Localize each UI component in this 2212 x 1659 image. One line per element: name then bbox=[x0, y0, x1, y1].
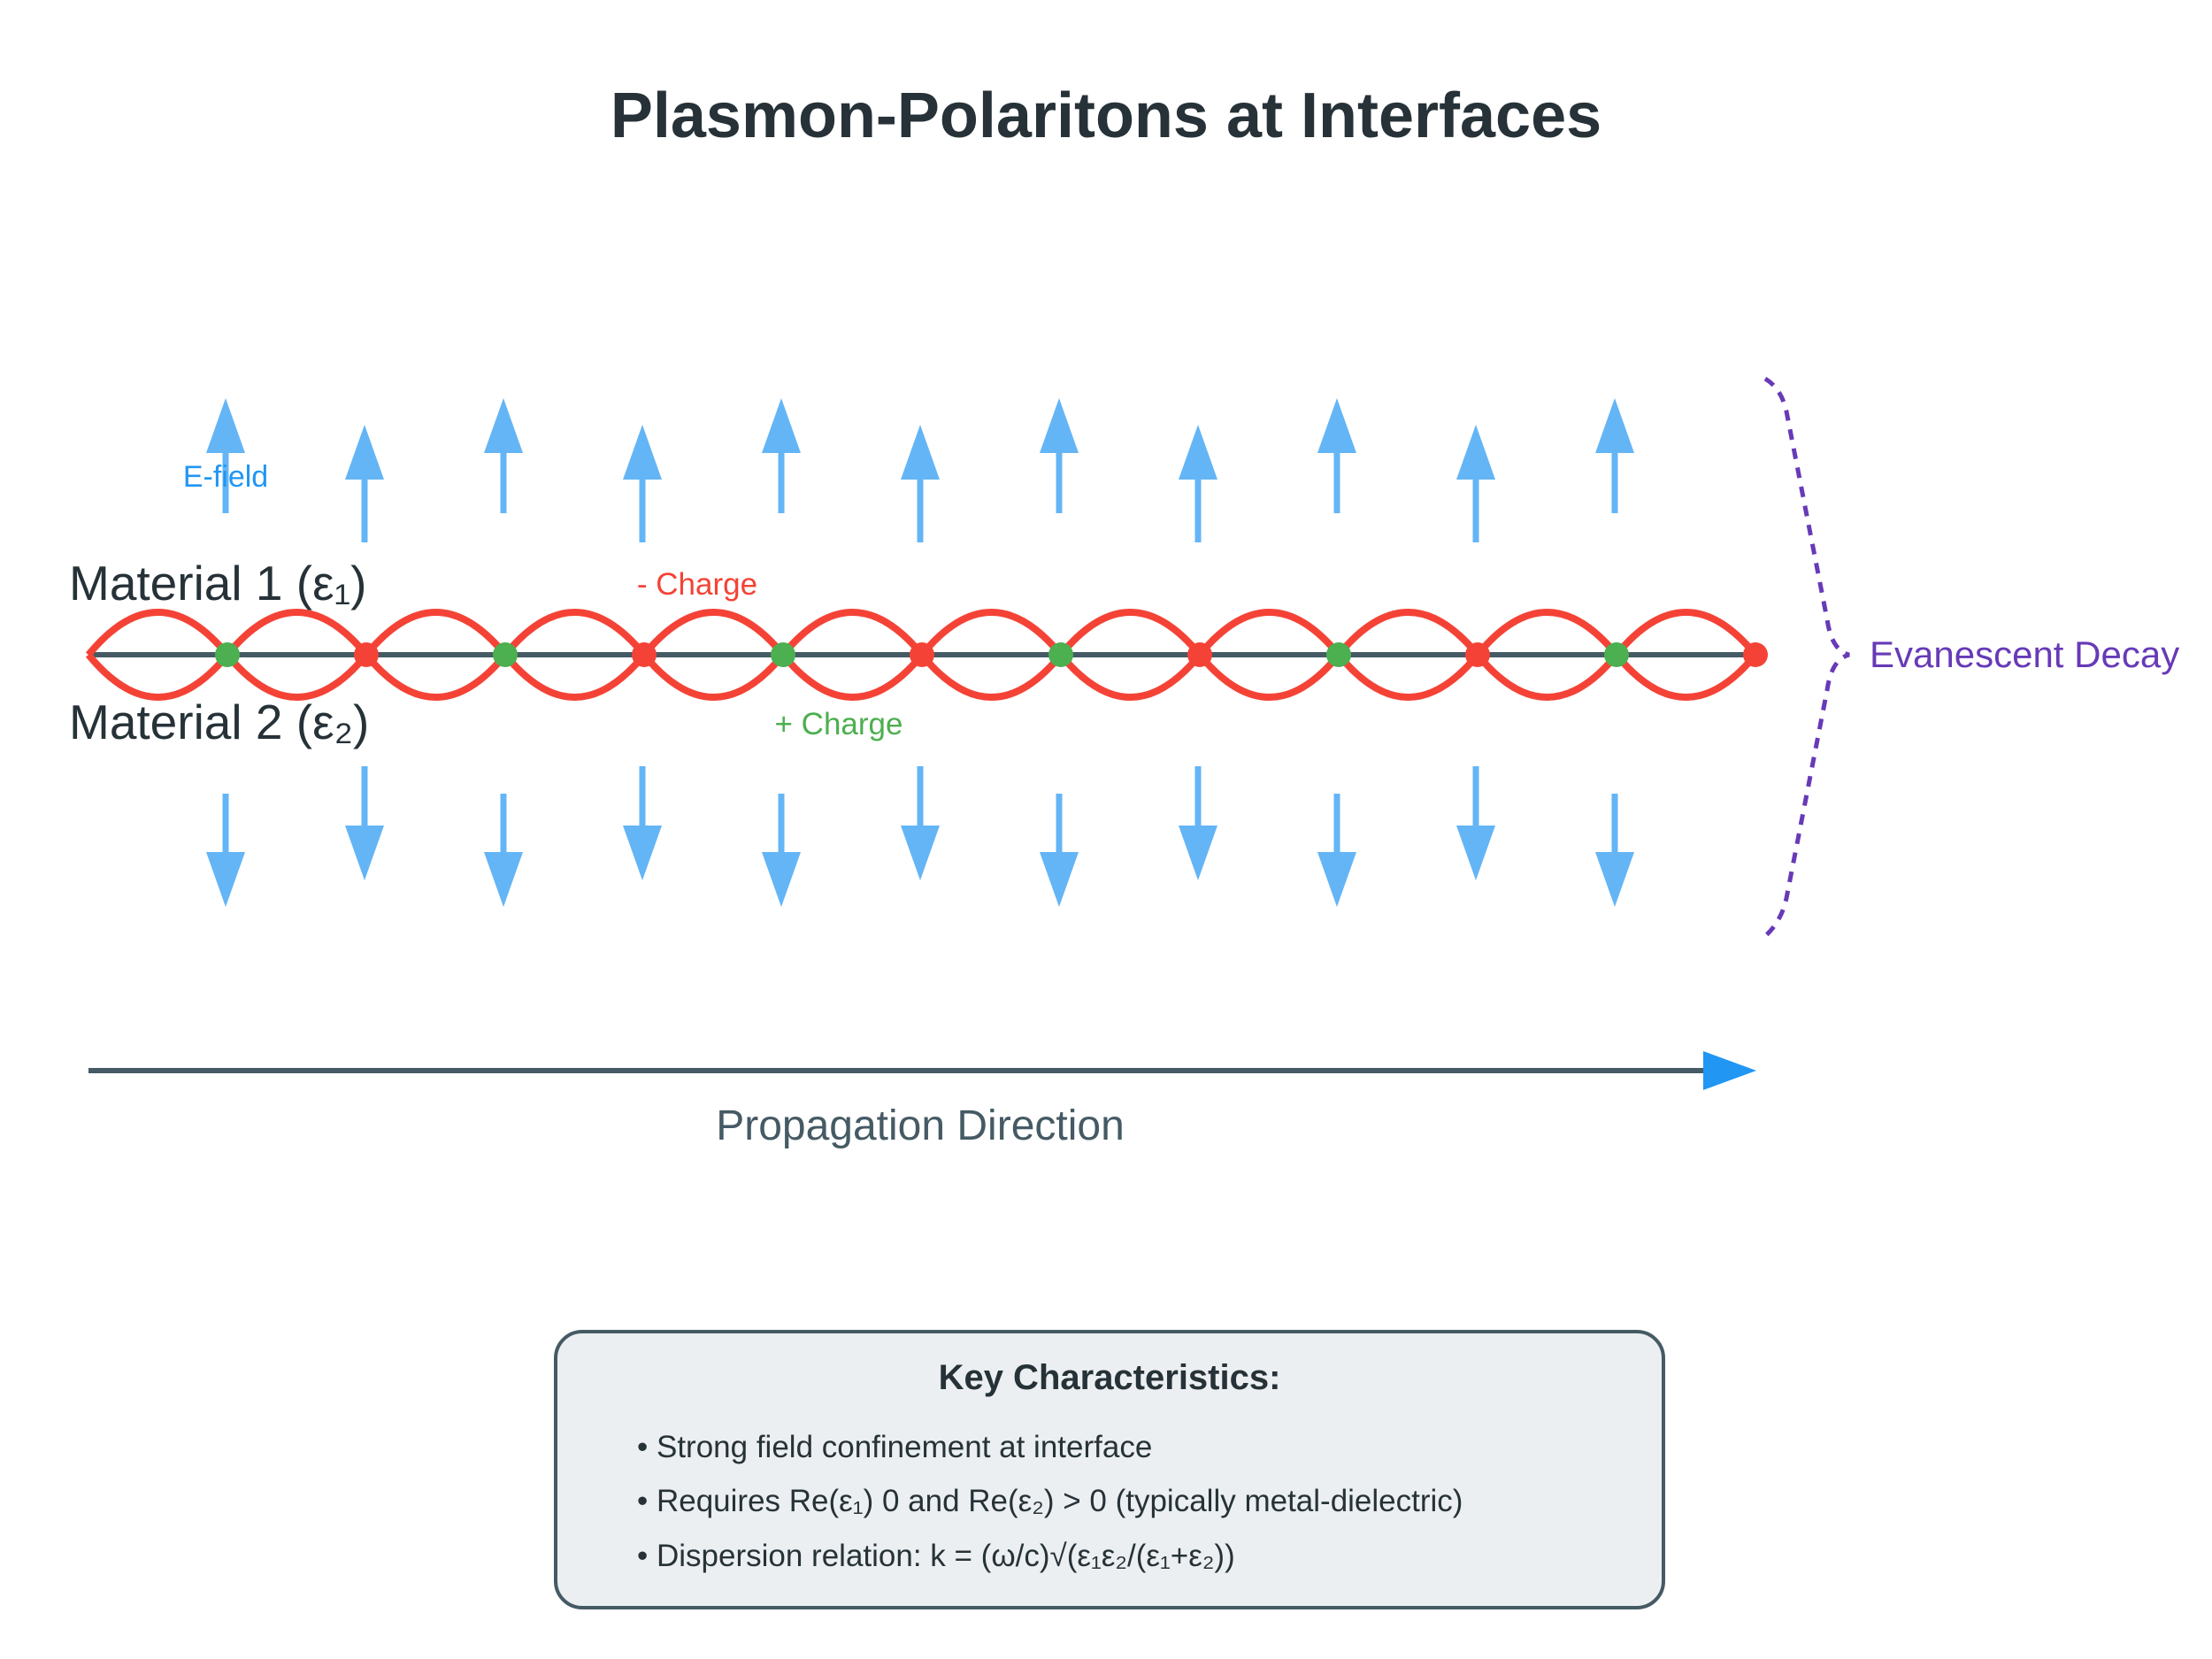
negative-charge-node bbox=[1743, 642, 1768, 667]
propagation-arrow-head bbox=[1703, 1051, 1756, 1090]
key-characteristics-box bbox=[554, 1330, 1665, 1609]
wave-lobe-down bbox=[1057, 652, 1203, 701]
e-field-arrow-down bbox=[206, 794, 245, 907]
negative-charge-node bbox=[910, 642, 934, 667]
plasmon-wave bbox=[85, 609, 1759, 701]
e-field-arrow-down bbox=[1456, 766, 1495, 880]
wave-lobe-down bbox=[1474, 652, 1620, 701]
wave-lobe-up bbox=[641, 609, 787, 657]
wave-lobe-up bbox=[780, 609, 926, 657]
wave-lobe-down bbox=[363, 652, 509, 701]
e-field-arrow-up bbox=[623, 425, 662, 542]
e-field-arrow-up bbox=[1040, 398, 1079, 513]
wave-lobe-down bbox=[1335, 652, 1481, 701]
diagram-title: Plasmon-Polaritons at Interfaces bbox=[611, 81, 1601, 151]
wave-lobe-up bbox=[224, 609, 370, 657]
e-field-arrows bbox=[206, 398, 1634, 907]
negative-charge-node bbox=[1187, 642, 1212, 667]
negative-charge-node bbox=[354, 642, 379, 667]
wave-lobe-down bbox=[641, 652, 787, 701]
evanescent-decay-label: Evanescent Decay bbox=[1870, 634, 2179, 675]
e-field-arrow-up bbox=[206, 398, 245, 513]
wave-lobe-down bbox=[85, 652, 231, 701]
positive-charge-node bbox=[493, 642, 518, 667]
wave-lobe-up bbox=[502, 609, 648, 657]
e-field-arrow-down bbox=[484, 794, 523, 907]
key-characteristic-item: • Dispersion relation: k = (ω/c)√(ε₁ε₂/(… bbox=[637, 1539, 1235, 1573]
e-field-arrow-up bbox=[762, 398, 801, 513]
wave-lobe-down bbox=[918, 652, 1064, 701]
positive-charge-node bbox=[771, 642, 795, 667]
material-2-label: Material 2 (ε₂) bbox=[69, 695, 369, 749]
negative-charge-label: - Charge bbox=[637, 567, 757, 602]
wave-lobe-up bbox=[1196, 609, 1342, 657]
positive-charge-node bbox=[1326, 642, 1351, 667]
e-field-arrow-up bbox=[1179, 425, 1217, 542]
key-characteristics-heading: Key Characteristics: bbox=[939, 1358, 1281, 1397]
negative-charge-node bbox=[632, 642, 657, 667]
e-field-arrow-up bbox=[1595, 398, 1634, 513]
negative-charge-node bbox=[1465, 642, 1490, 667]
wave-lobe-up bbox=[918, 609, 1064, 657]
material-1-label: Material 1 (ε₁) bbox=[69, 556, 366, 611]
wave-lobe-up bbox=[1057, 609, 1203, 657]
wave-lobe-down bbox=[502, 652, 648, 701]
e-field-arrow-down bbox=[901, 766, 940, 880]
e-field-arrow-down bbox=[1595, 794, 1634, 907]
wave-lobe-down bbox=[1196, 652, 1342, 701]
e-field-arrow-down bbox=[1040, 794, 1079, 907]
e-field-arrow-up bbox=[1456, 425, 1495, 542]
e-field-arrow-down bbox=[623, 766, 662, 880]
e-field-arrow-up bbox=[345, 425, 384, 542]
e-field-arrow-up bbox=[1317, 398, 1356, 513]
e-field-arrow-up bbox=[484, 398, 523, 513]
wave-lobe-down bbox=[1613, 652, 1759, 701]
positive-charge-node bbox=[1048, 642, 1073, 667]
e-field-arrow-down bbox=[1317, 794, 1356, 907]
wave-lobe-up bbox=[1474, 609, 1620, 657]
wave-lobe-down bbox=[780, 652, 926, 701]
propagation-direction-label: Propagation Direction bbox=[716, 1102, 1125, 1149]
positive-charge-node bbox=[215, 642, 240, 667]
wave-lobe-up bbox=[363, 609, 509, 657]
surface-charges bbox=[215, 642, 1768, 667]
e-field-arrow-down bbox=[762, 794, 801, 907]
wave-lobe-up bbox=[1335, 609, 1481, 657]
wave-lobe-up bbox=[1613, 609, 1759, 657]
key-characteristic-item: • Strong field confinement at interface bbox=[637, 1430, 1152, 1464]
key-characteristic-item: • Requires Re(ε₁) 0 and Re(ε₂) > 0 (typi… bbox=[637, 1484, 1463, 1518]
evanescent-decay-brace bbox=[1763, 376, 1850, 938]
wave-lobe-down bbox=[224, 652, 370, 701]
positive-charge-node bbox=[1604, 642, 1629, 667]
e-field-arrow-up bbox=[901, 425, 940, 542]
e-field-label: E-field bbox=[183, 460, 268, 494]
e-field-arrow-down bbox=[345, 766, 384, 880]
positive-charge-label: + Charge bbox=[775, 707, 903, 741]
wave-lobe-up bbox=[85, 609, 231, 657]
e-field-arrow-down bbox=[1179, 766, 1217, 880]
